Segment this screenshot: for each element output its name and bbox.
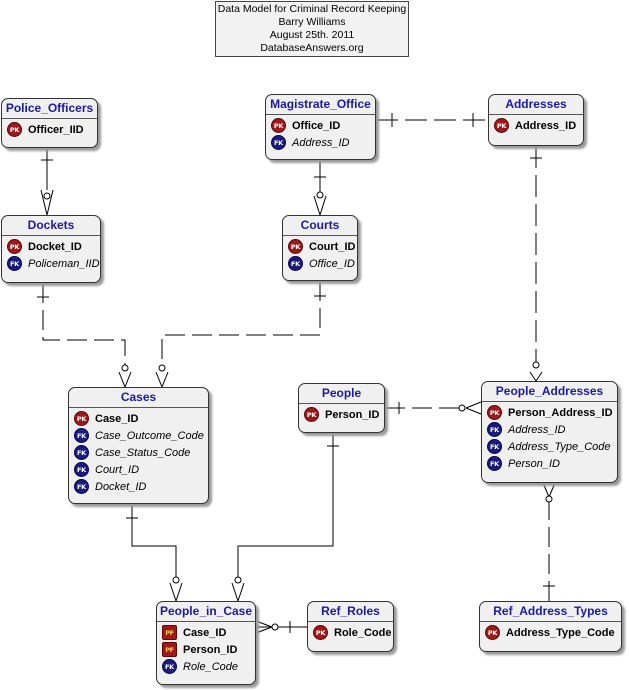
- foreign-key-icon: FK: [487, 439, 502, 454]
- title-line-2: Barry Williams: [278, 16, 346, 28]
- rel-people-people-in-case: [231, 433, 339, 602]
- foreign-key-icon: FK: [271, 135, 286, 150]
- entity-name: Courts: [283, 216, 357, 236]
- primary-foreign-key-icon: PF: [162, 642, 177, 657]
- entity-name: People: [299, 384, 384, 404]
- primary-key-icon: PK: [304, 407, 319, 422]
- primary-key-icon: PK: [7, 122, 22, 137]
- foreign-key-icon: FK: [288, 256, 303, 271]
- foreign-key-icon: FK: [7, 256, 22, 271]
- entity-name: Police_Officers: [2, 99, 97, 119]
- foreign-key-icon: FK: [487, 422, 502, 437]
- primary-key-icon: PK: [487, 405, 502, 420]
- rel-magistrate-office-courts: [313, 160, 327, 216]
- foreign-key-icon: FK: [74, 428, 89, 443]
- rel-cases-people-in-case: [126, 504, 183, 602]
- entity-name: Addresses: [489, 95, 583, 115]
- foreign-key-icon: FK: [74, 445, 89, 460]
- foreign-key-icon: FK: [74, 462, 89, 477]
- rel-people-people-addresses: [385, 401, 482, 415]
- foreign-key-icon: FK: [487, 456, 502, 471]
- rel-police-officers-dockets: [40, 148, 54, 216]
- primary-key-icon: PK: [313, 625, 328, 640]
- entity-name: Dockets: [2, 216, 100, 236]
- primary-key-icon: PK: [288, 239, 303, 254]
- entity-name: People_Addresses: [482, 382, 617, 402]
- primary-key-icon: PK: [494, 118, 509, 133]
- rel-courts-cases: [155, 281, 326, 388]
- rel-ref-roles-people-in-case: [255, 620, 307, 634]
- primary-key-icon: PK: [74, 411, 89, 426]
- title-line-3: August 25th. 2011: [269, 29, 355, 41]
- rel-addresses-magistrate-office: [376, 113, 488, 127]
- rel-dockets-cases: [37, 283, 132, 388]
- rel-addresses-people-addresses: [529, 146, 543, 382]
- entity-name: Ref_Roles: [308, 602, 393, 622]
- foreign-key-icon: FK: [74, 479, 89, 494]
- entity-name: People_in_Case: [157, 602, 255, 622]
- primary-key-icon: PK: [485, 625, 500, 640]
- entity-name: Cases: [69, 388, 208, 408]
- title-line-4: DatabaseAnswers.org: [260, 42, 364, 54]
- entity-name: Magistrate_Office: [266, 95, 375, 115]
- rel-ref-address-types-people-addresses: [542, 482, 556, 603]
- foreign-key-icon: FK: [162, 659, 177, 674]
- diagram-title-box: Data Model for Criminal Record Keeping B…: [215, 1, 409, 57]
- entity-name: Ref_Address_Types: [480, 602, 621, 622]
- primary-key-icon: PK: [271, 118, 286, 133]
- primary-key-icon: PK: [7, 239, 22, 254]
- primary-foreign-key-icon: PF: [162, 625, 177, 640]
- title-line-1: Data Model for Criminal Record Keeping: [217, 3, 407, 15]
